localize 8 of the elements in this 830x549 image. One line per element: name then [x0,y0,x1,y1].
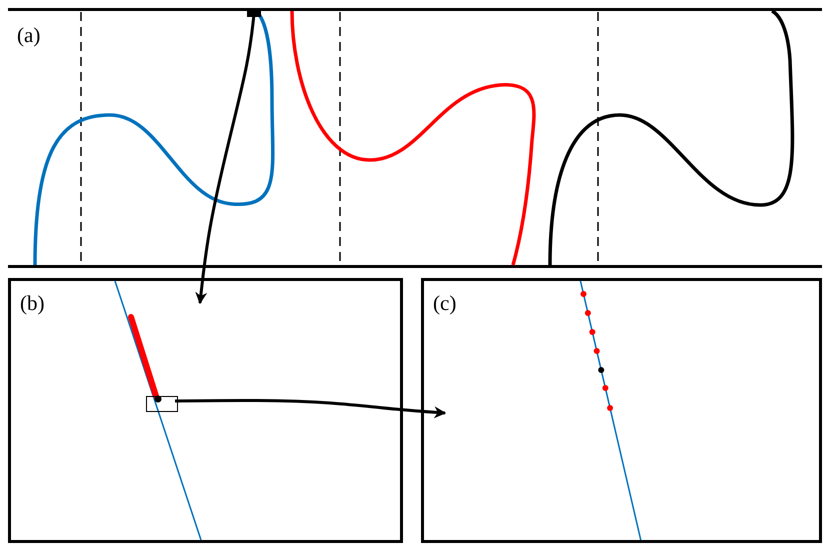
panel-label: (b) [20,293,44,314]
panel-label: (c) [433,293,456,314]
plot-panel [8,278,403,543]
arrow [174,398,446,418]
panel-label: (a) [17,25,40,46]
plot-panel [421,278,822,543]
zoom-box [146,396,178,412]
zoom-box [247,10,261,17]
